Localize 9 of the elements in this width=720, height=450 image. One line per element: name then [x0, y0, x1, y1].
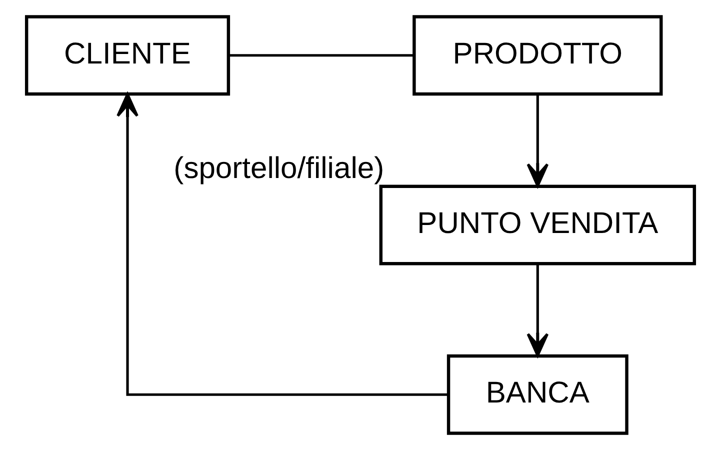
arrow: [526, 264, 548, 357]
node-box: PUNTO VENDITA: [378, 184, 696, 266]
arrow: [116, 92, 448, 396]
connector: [228, 54, 414, 57]
node-box: CLIENTE: [24, 15, 230, 96]
arrow: [526, 94, 548, 188]
node-box: BANCA: [446, 354, 628, 435]
node-label: (sportello/filiale): [173, 152, 384, 186]
node-box: PRODOTTO: [412, 15, 662, 96]
